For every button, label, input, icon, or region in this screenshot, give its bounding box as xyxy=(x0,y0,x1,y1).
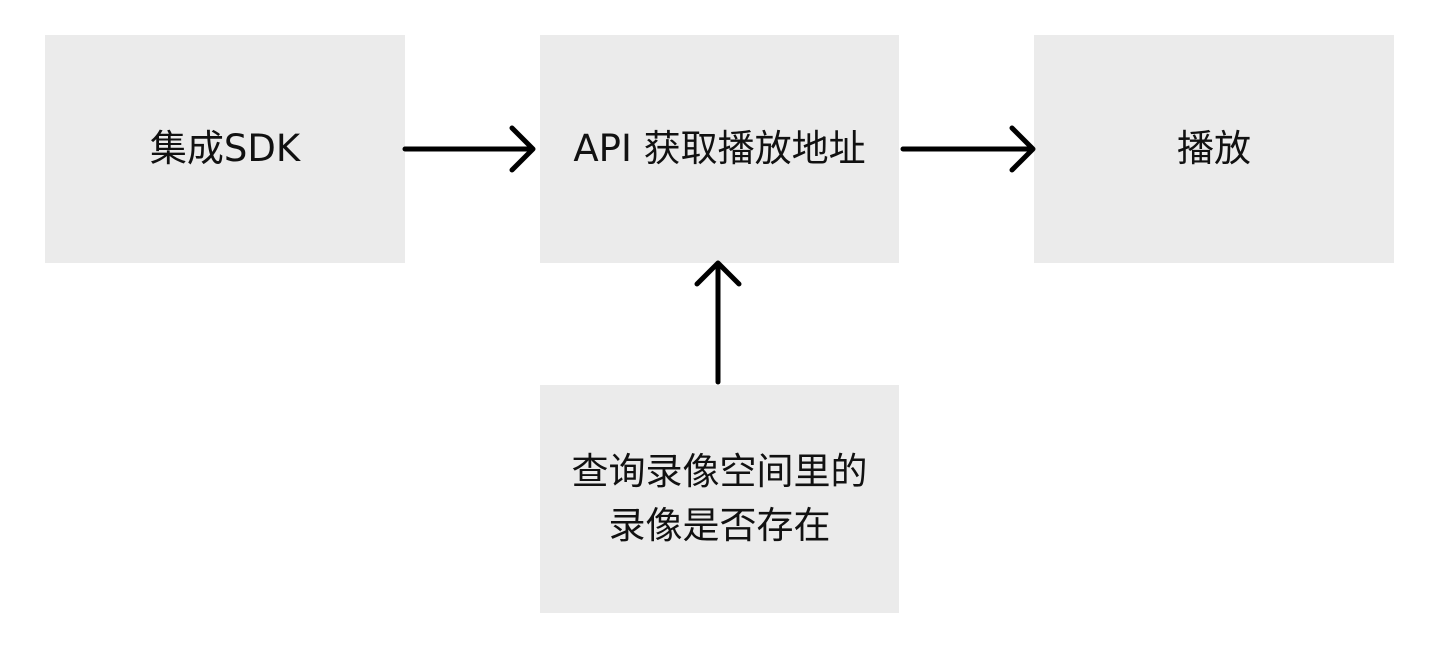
node-integrate-sdk: 集成SDK xyxy=(45,35,405,263)
arrow-api-to-play xyxy=(900,125,1036,173)
node-play: 播放 xyxy=(1034,35,1394,263)
node-query-recording-label: 查询录像空间里的 录像是否存在 xyxy=(571,450,868,547)
arrow-sdk-to-api xyxy=(402,125,536,173)
node-query-recording: 查询录像空间里的 录像是否存在 xyxy=(540,385,899,613)
node-integrate-sdk-label: 集成SDK xyxy=(149,127,301,171)
node-api-get-url: API 获取播放地址 xyxy=(540,35,899,263)
arrow-query-to-api xyxy=(694,260,742,385)
node-api-get-url-label: API 获取播放地址 xyxy=(573,127,866,171)
node-play-label: 播放 xyxy=(1177,127,1251,171)
